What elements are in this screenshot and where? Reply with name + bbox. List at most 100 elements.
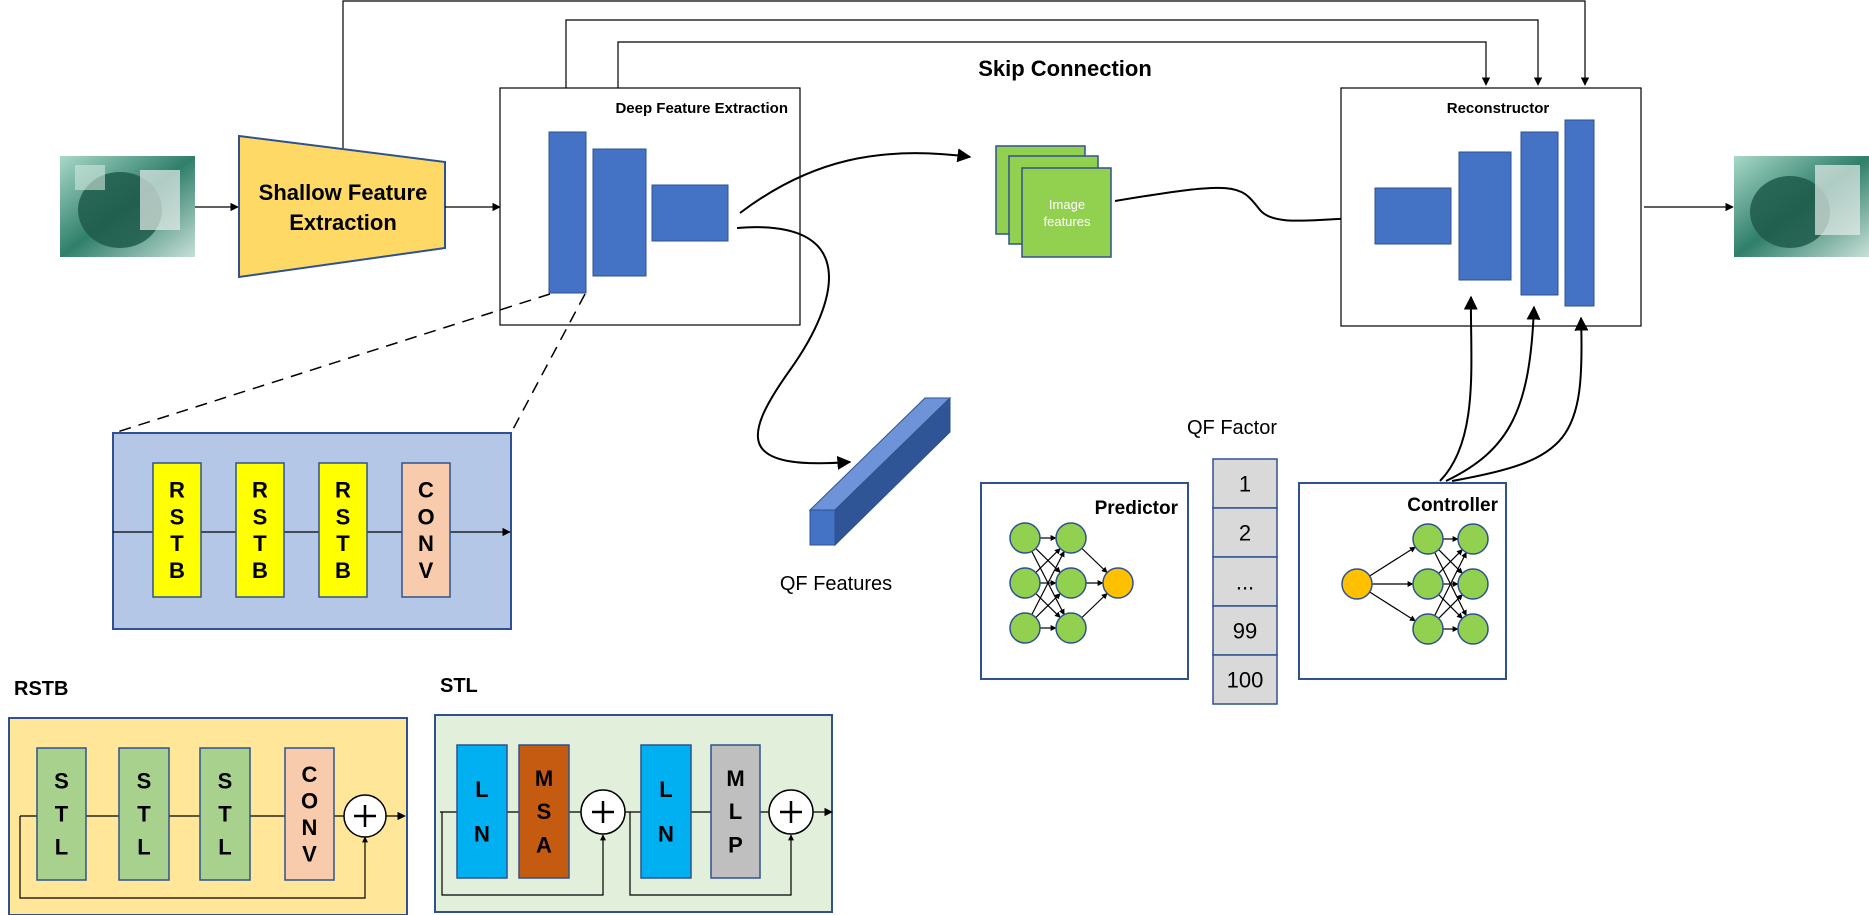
rstb-detail-block-1: STL: [36, 747, 87, 881]
rstb-detail-block-2-letter: L: [137, 835, 150, 860]
stl-detail-block-4: MLP: [710, 744, 761, 879]
predictor-network: [1009, 522, 1134, 644]
controller-to-reconstructor-arrows: [1439, 295, 1589, 482]
arrow-to-qf-features: [736, 226, 852, 470]
shallow-label-line2: Extraction: [289, 210, 397, 235]
stl-detail-block-2-letter: A: [536, 832, 552, 857]
stl-plus-icon-1: [580, 789, 626, 835]
stl-detail-block-2-letter: S: [537, 799, 552, 824]
qf-factor-cell: 1: [1212, 458, 1278, 509]
qf-factor-cell: 2: [1212, 507, 1278, 558]
stl-detail-block-4-letter: M: [726, 766, 744, 791]
predictor-node: [1055, 522, 1087, 554]
rstb-detail-block-2-letter: S: [137, 769, 152, 794]
stl-detail-block-1-letter: N: [474, 821, 490, 846]
qf-factor-cell: 100: [1212, 654, 1278, 705]
rstb-detail-block-3-letter: T: [218, 802, 232, 827]
rstb-detail-block-1-letter: T: [55, 802, 69, 827]
reconstructor-label: Reconstructor: [1447, 100, 1550, 117]
deep-expansion-block-2-letter: R: [252, 478, 268, 503]
controller-edge: [1434, 551, 1467, 616]
stl-detail-block-4-letter: L: [729, 799, 742, 824]
shallow-feature-extraction: Shallow Feature Extraction: [238, 134, 446, 279]
recon-block-4: [1564, 119, 1595, 307]
arrow-to-reconstructor: [1114, 186, 1370, 226]
deep-expansion-block-1-letter: B: [169, 558, 185, 583]
rstb-detail-block-4-letter: N: [302, 815, 318, 840]
deep-expansion-block-3-letter: T: [336, 531, 350, 556]
qf-factor-cell: 99: [1212, 605, 1278, 656]
deep-expansion-block-2: RSTB: [235, 462, 285, 598]
controller-edge: [1438, 594, 1463, 619]
deep-expansion-block-2-letter: S: [253, 504, 268, 529]
qf-factor-value: 2: [1239, 521, 1251, 546]
recon-block-1: [1374, 187, 1452, 245]
predictor-node: [1009, 522, 1041, 554]
controller-node: [1412, 613, 1444, 645]
controller-node: [1412, 568, 1444, 600]
predictor-edge: [1035, 548, 1061, 573]
predictor-edge: [1081, 592, 1108, 619]
deep-expansion-block-3: RSTB: [318, 462, 368, 598]
image-features-label-line2: features: [1044, 214, 1091, 229]
deep-block-1: [548, 131, 587, 294]
rstb-detail-block-4-letter: O: [301, 789, 318, 814]
predictor-edge: [1035, 593, 1061, 618]
deep-feature-extraction-box: Deep Feature Extraction: [499, 87, 801, 326]
predictor-edge: [1081, 547, 1108, 574]
stl-detail-block-1: LN: [456, 744, 508, 879]
input-image: [60, 156, 195, 257]
controller-network: [1341, 523, 1489, 645]
controller-label: Controller: [1407, 495, 1498, 516]
controller-node: [1457, 523, 1489, 555]
rstb-detail-block-2-letter: T: [137, 802, 151, 827]
deep-expansion-block-4-letter: N: [418, 531, 434, 556]
controller-node: [1412, 523, 1444, 555]
skip-connection-label: Skip Connection: [978, 56, 1152, 81]
stl-detail-block-4-letter: P: [728, 832, 743, 857]
deep-expansion-block-4-letter: V: [419, 558, 434, 583]
controller-edge: [1369, 591, 1416, 622]
deep-expansion-block-2-letter: T: [253, 531, 267, 556]
qf-factor-value: 99: [1233, 619, 1257, 644]
qf-features-cuboid: [808, 396, 952, 547]
qf-features-label: QF Features: [780, 573, 892, 595]
rstb-detail-block-3: STL: [199, 747, 251, 881]
qf-factor-value: 1: [1239, 472, 1251, 497]
qf-factor-value: 100: [1227, 668, 1264, 693]
deep-expansion-block-3-letter: B: [335, 558, 351, 583]
stl-detail-block-3: LN: [640, 744, 692, 879]
controller-edge: [1438, 549, 1463, 574]
controller-node: [1457, 613, 1489, 645]
stl-detail-block-2-letter: M: [535, 766, 553, 791]
deep-expansion-block-1-letter: R: [169, 478, 185, 503]
deep-feature-extraction-label: Deep Feature Extraction: [615, 100, 788, 117]
deep-expansion-block-4-letter: O: [417, 504, 434, 529]
expansion-dash-right: [510, 293, 586, 434]
deep-expansion-block-1: RSTB: [152, 462, 202, 598]
expansion-dash-left: [113, 293, 551, 434]
deep-expansion-block-1-letter: T: [170, 531, 184, 556]
predictor-node: [1102, 567, 1134, 599]
deep-expansion-block-4-letter: C: [418, 478, 434, 503]
rstb-detail-block-4-letter: V: [302, 841, 317, 866]
deep-block-3: [651, 184, 729, 242]
stl-title: STL: [440, 675, 478, 697]
controller-node: [1457, 568, 1489, 600]
deep-expansion-block-2-letter: B: [252, 558, 268, 583]
predictor-node: [1009, 567, 1041, 599]
reconstructor-box: Reconstructor: [1340, 87, 1642, 327]
rstb-detail-block-3-letter: L: [218, 835, 231, 860]
predictor-label: Predictor: [1095, 498, 1179, 519]
arrow-to-image-features: [739, 148, 972, 214]
predictor-node: [1055, 612, 1087, 644]
deep-expansion-block-3-letter: S: [336, 504, 351, 529]
predictor-edge: [1031, 550, 1065, 615]
stl-detail-block-1-letter: L: [475, 777, 488, 802]
